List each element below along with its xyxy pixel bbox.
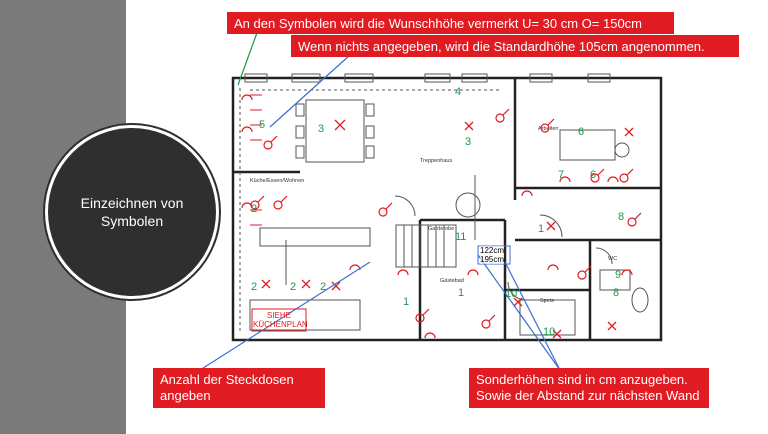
count-7: 7	[558, 169, 564, 181]
room-label-speis: Speis	[540, 298, 554, 304]
count-3: 3	[318, 123, 324, 135]
measure-195: 195cm	[480, 255, 505, 264]
count-1a: 1	[538, 223, 544, 235]
room-label-wc: WC	[608, 256, 617, 262]
count-2a: 2	[251, 203, 257, 215]
callout-socket-count: Anzahl der Steckdosen angeben	[153, 368, 325, 408]
room-label-kitchen: Küche/Essen/Wohnen	[250, 178, 304, 184]
pointer-line-green	[237, 29, 259, 86]
outer-wall	[231, 76, 663, 342]
count-2b: 2	[251, 281, 257, 293]
room-label-work: Arbeiten	[538, 126, 559, 132]
room-label-garderobe: Garderobe	[428, 226, 454, 232]
count-6b: 6	[590, 169, 596, 181]
count-10a: 10	[505, 288, 517, 300]
count-5: 5	[259, 119, 265, 131]
measure-122: 122cm	[480, 246, 505, 255]
count-1b: 1	[403, 296, 409, 308]
count-11: 11	[455, 231, 466, 243]
count-6: 6	[578, 126, 584, 138]
kitchen-plan-label: SIEHE KÜCHENPLAN	[253, 311, 308, 329]
room-label-bath: Gästebad	[440, 278, 464, 284]
title-circle: Einzeichnen von Symbolen	[48, 128, 216, 296]
callout-wish-height: An den Symbolen wird die Wunschhöhe verm…	[227, 12, 674, 34]
pointer-line-right-2	[504, 261, 561, 371]
count-10b: 10	[543, 326, 555, 338]
count-2d: 2	[320, 281, 326, 293]
count-2c: 2	[290, 281, 296, 293]
count-3b: 3	[465, 136, 471, 148]
room-label-stairs: Treppenhaus	[420, 158, 452, 164]
callout-special-heights: Sonderhöhen sind in cm anzugeben. Sowie …	[469, 368, 709, 408]
pointer-line-right-1	[477, 254, 561, 371]
count-9: 9	[615, 269, 621, 281]
count-8: 8	[618, 211, 624, 223]
callout-default-height: Wenn nichts angegeben, wird die Standard…	[291, 35, 739, 57]
slide-title: Einzeichnen von Symbolen	[80, 195, 184, 229]
count-4: 4	[455, 86, 461, 98]
pointer-line-top	[269, 54, 351, 128]
pointer-line-left	[199, 261, 371, 371]
count-1c: 1	[458, 287, 464, 299]
count-8b: 8	[613, 287, 619, 299]
